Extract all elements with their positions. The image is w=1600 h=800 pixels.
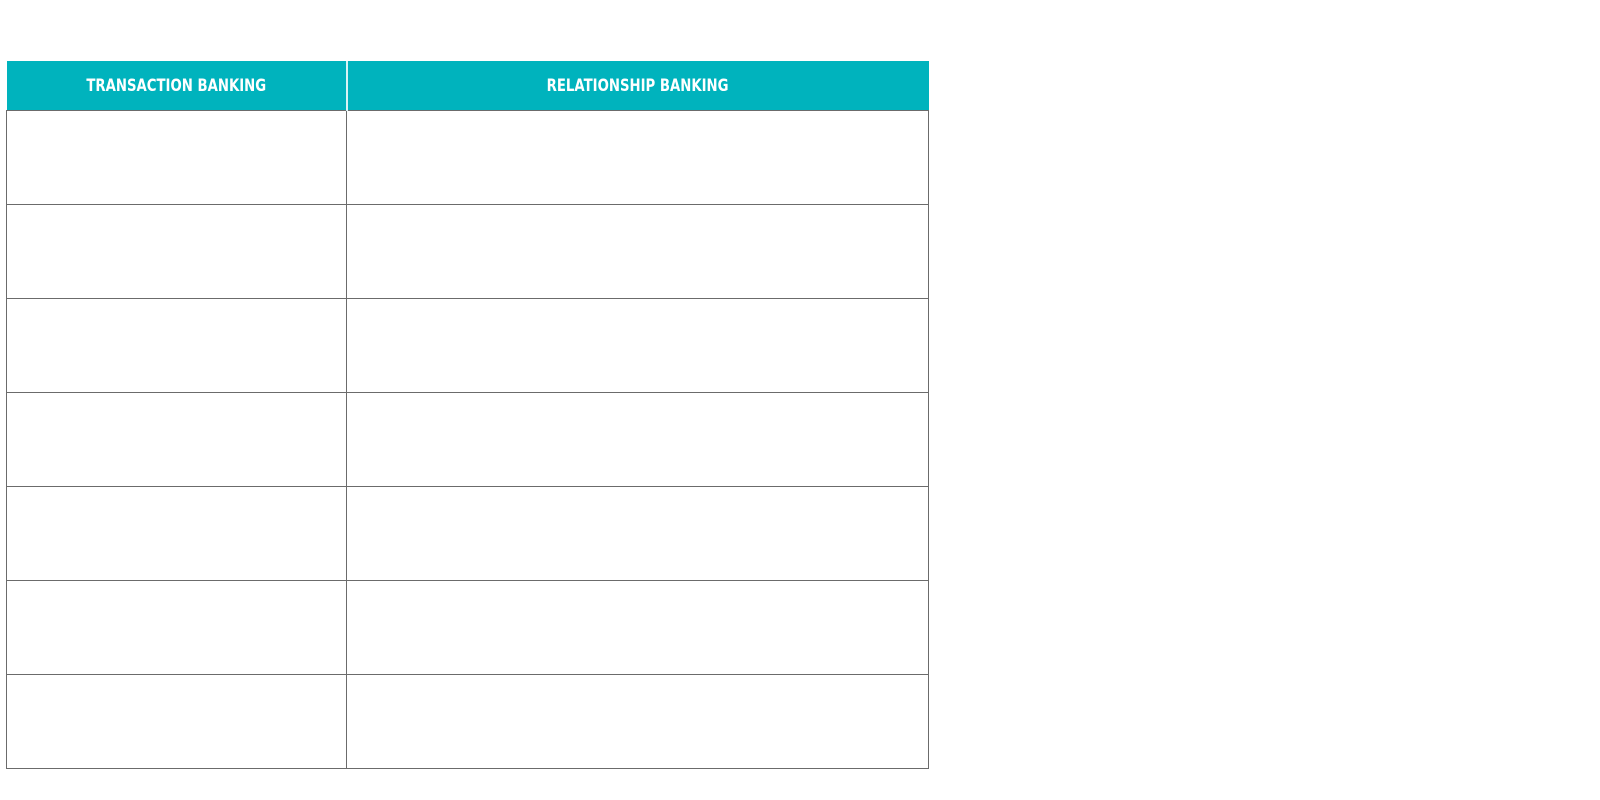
table-row [6,204,929,299]
header-row: TRANSACTION BANKING RELATIONSHIP BANKING [6,61,929,111]
table-cell-transaction [6,580,347,675]
table-cell-relationship [346,110,929,205]
table-cell-transaction [6,486,347,581]
column-header-transaction-banking: TRANSACTION BANKING [6,61,348,111]
table-row [6,674,929,769]
column-header-label: TRANSACTION BANKING [86,75,266,96]
comparison-table: TRANSACTION BANKING RELATIONSHIP BANKING [6,61,929,769]
table-body [6,110,929,769]
table-cell-transaction [6,110,347,205]
table-row [6,486,929,581]
table-cell-relationship [346,392,929,487]
table-row [6,298,929,393]
table-row [6,580,929,675]
column-header-label: RELATIONSHIP BANKING [547,75,729,96]
table-cell-relationship [346,580,929,675]
table-cell-transaction [6,392,347,487]
column-header-relationship-banking: RELATIONSHIP BANKING [346,61,929,111]
table-header: TRANSACTION BANKING RELATIONSHIP BANKING [6,61,929,111]
table-cell-relationship [346,486,929,581]
table-row [6,392,929,487]
table-cell-relationship [346,204,929,299]
table-cell-transaction [6,674,347,769]
table-cell-relationship [346,674,929,769]
table-cell-transaction [6,204,347,299]
table-row [6,110,929,205]
table-cell-transaction [6,298,347,393]
table-cell-relationship [346,298,929,393]
